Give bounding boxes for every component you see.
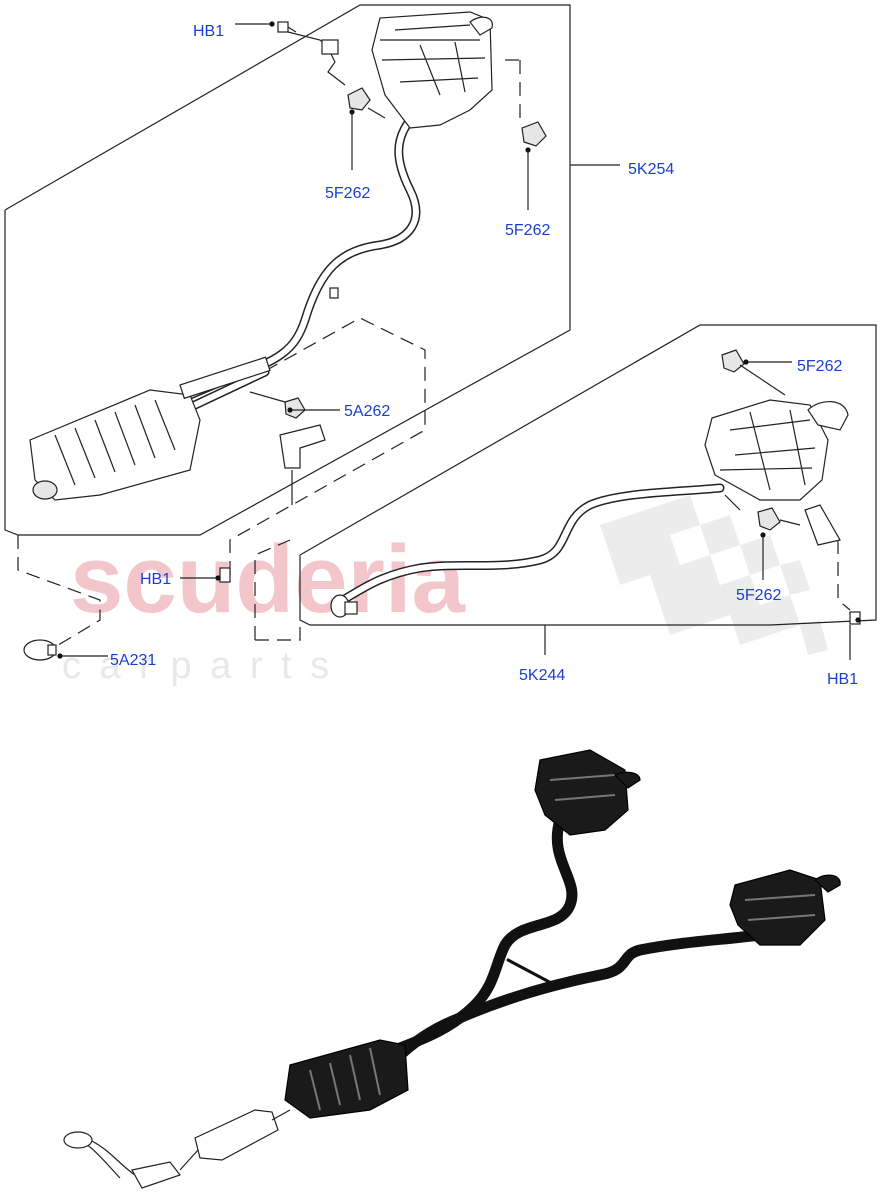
hanger-bracket (279, 424, 326, 469)
left-hardware (23, 21, 547, 661)
rubber-hanger-icon (521, 121, 547, 147)
left-exhaust-pipe (185, 115, 421, 410)
callout-5a262: 5A262 (344, 403, 390, 420)
left-rear-silencer (371, 11, 493, 129)
bolt-icon (849, 611, 861, 625)
watermark-subtext: c a r p a r t s (62, 645, 333, 687)
watermark-text: scuderia (70, 526, 465, 633)
right-exhaust-pipe (330, 483, 725, 618)
rubber-hanger-icon (347, 87, 371, 111)
callout-5f262-left: 5F262 (325, 185, 370, 202)
hanger-bracket (804, 504, 841, 546)
checkered-flag-icon (600, 495, 828, 655)
right-rear-silencer (704, 399, 849, 501)
pipe-bracket (329, 287, 339, 299)
callout-5k244: 5K244 (519, 667, 565, 684)
left-center-silencer (29, 356, 271, 501)
callout-hb1-mid: HB1 (140, 571, 171, 588)
rubber-hanger-icon (284, 397, 306, 419)
bolt-icon (219, 567, 231, 583)
watermark: scuderia c a r p a r t s (62, 495, 828, 687)
callout-5a231: 5A231 (110, 652, 156, 669)
callout-hb1-top: HB1 (193, 23, 224, 40)
right-hardware (721, 349, 861, 625)
callout-5k254: 5K254 (628, 161, 674, 178)
callout-hb1-right: HB1 (827, 671, 858, 688)
pipe-clamp-icon (330, 594, 358, 618)
full-exhaust-system-overview (63, 749, 841, 1189)
callout-5f262-lower-right: 5F262 (736, 587, 781, 604)
callout-leaders (57, 21, 861, 660)
dashed-leaders (17, 59, 851, 651)
assembly-5k254-outline (4, 4, 620, 536)
pipe-clamp-icon (23, 639, 57, 661)
rubber-hanger-icon (757, 507, 781, 531)
rubber-hanger-icon (721, 349, 745, 373)
assembly-5k244-outline (299, 324, 877, 655)
bolt-icon (277, 21, 297, 33)
callouts: HB1 5F262 5F262 5K254 5A262 HB1 5A231 5F… (110, 23, 858, 688)
callout-5f262-right: 5F262 (505, 222, 550, 239)
callout-5f262-upper-right: 5F262 (797, 358, 842, 375)
